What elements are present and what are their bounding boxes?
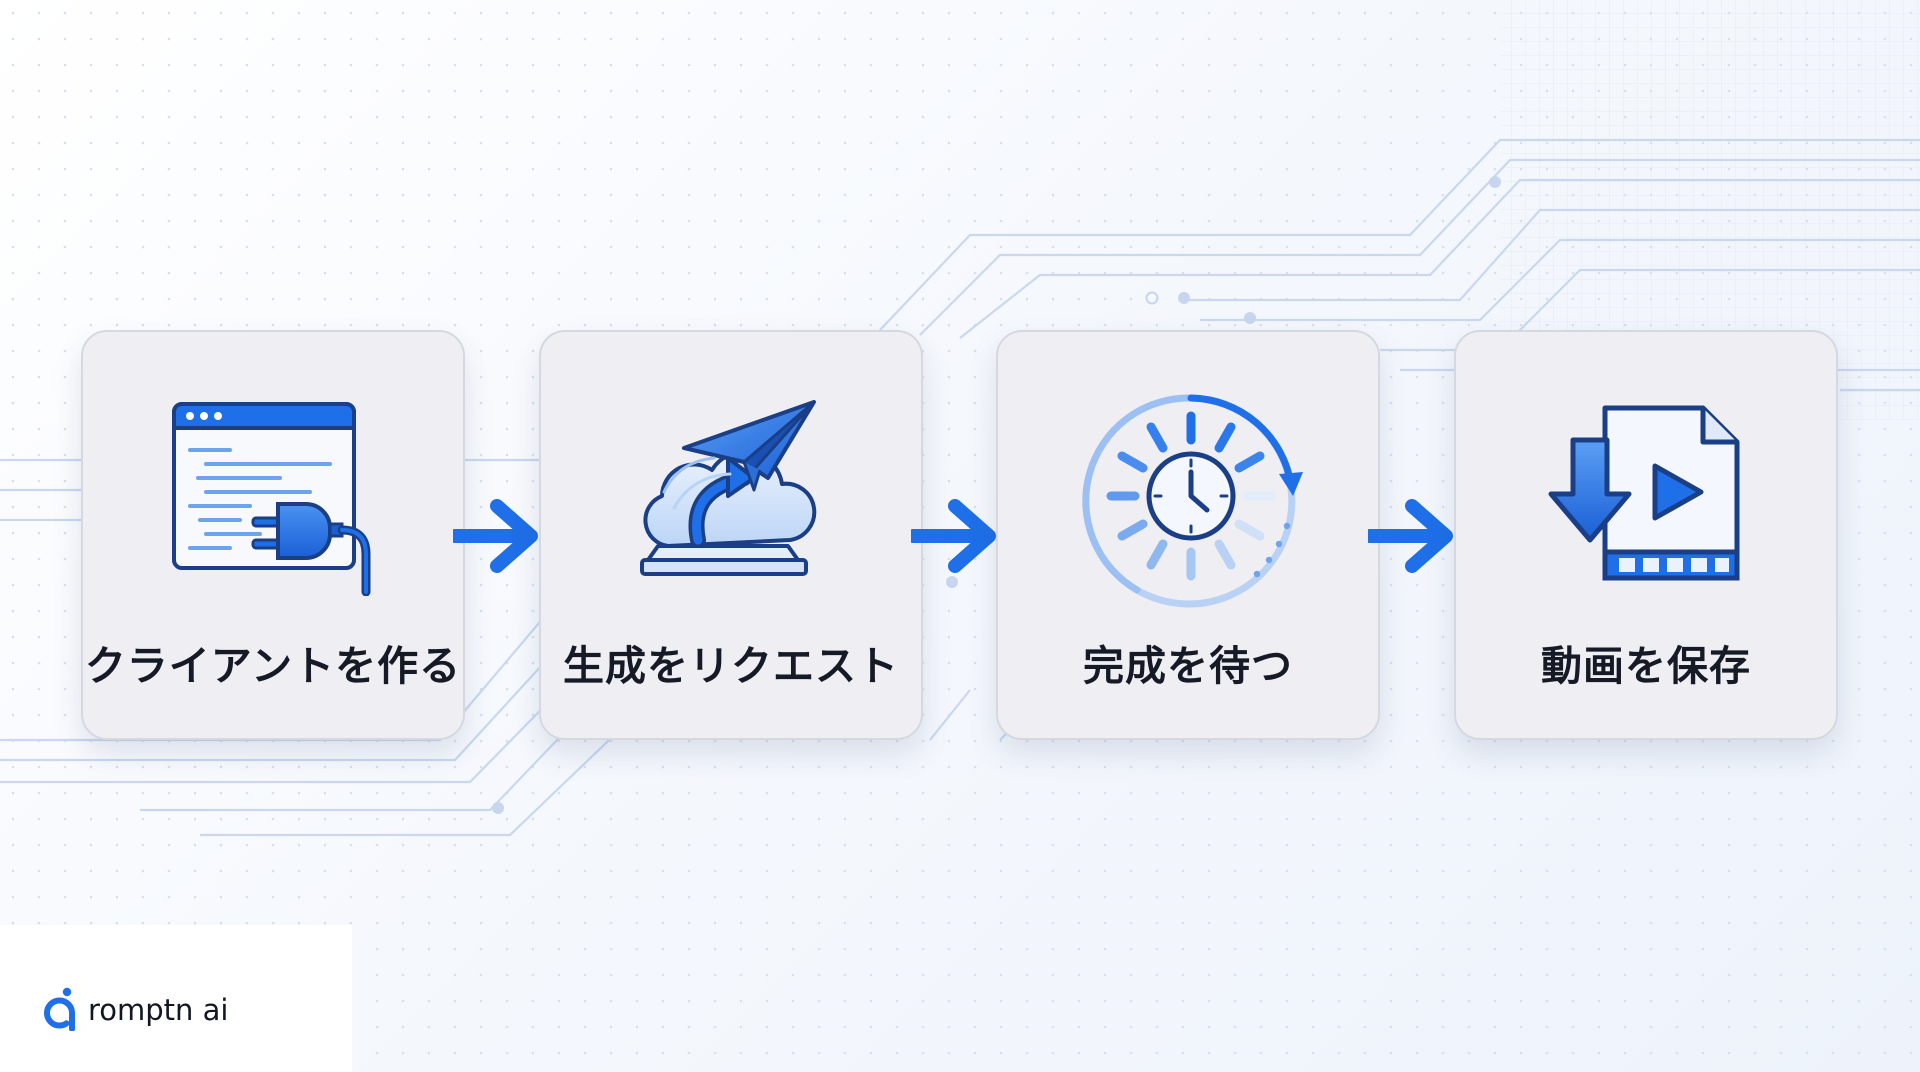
step-card-create-client: クライアントを作る bbox=[81, 330, 465, 740]
logo-mark-icon bbox=[42, 987, 78, 1032]
logo-wordmark: romptn ai bbox=[88, 993, 229, 1027]
arrow-right-icon bbox=[448, 496, 543, 576]
step-label: 生成をリクエスト bbox=[563, 642, 899, 690]
download-video-file-icon bbox=[1543, 400, 1753, 596]
step-card-wait-for-completion: 完成を待つ bbox=[996, 330, 1380, 740]
arrow-right-icon bbox=[1363, 496, 1458, 576]
step-card-request-generation: 生成をリクエスト bbox=[539, 330, 923, 740]
step-label: 動画を保存 bbox=[1541, 642, 1751, 690]
step-label: 完成を待つ bbox=[1083, 642, 1293, 690]
step-card-save-video: 動画を保存 bbox=[1454, 330, 1838, 740]
paper-plane-cloud-icon bbox=[628, 400, 838, 596]
arrow-right-icon bbox=[906, 496, 1001, 576]
clock-loading-icon bbox=[1073, 386, 1309, 616]
brand-logo: romptn ai bbox=[0, 925, 352, 1072]
plug-in-window-icon bbox=[170, 400, 380, 597]
step-label: クライアントを作る bbox=[84, 642, 462, 690]
